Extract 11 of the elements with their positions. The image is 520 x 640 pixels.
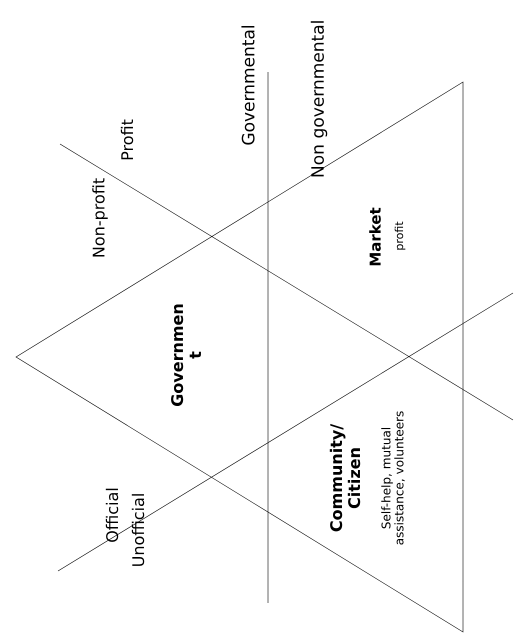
axis-label: Official [106, 488, 118, 542]
sector-description: Self-help, mutual assistance, volunteers [381, 411, 405, 545]
sector-title: Governmen t [171, 304, 201, 406]
sector-title: Community/ Citizen [330, 424, 360, 532]
axis-label: Non-profit [92, 178, 108, 257]
axis-label: Governmental [241, 26, 255, 145]
sector-title: Market [369, 208, 381, 266]
axis-label: Profit [120, 120, 134, 160]
axis-label: Non governmental [310, 21, 328, 176]
axis-label: Unofficial [132, 494, 144, 566]
sector-description: profit [394, 222, 406, 250]
